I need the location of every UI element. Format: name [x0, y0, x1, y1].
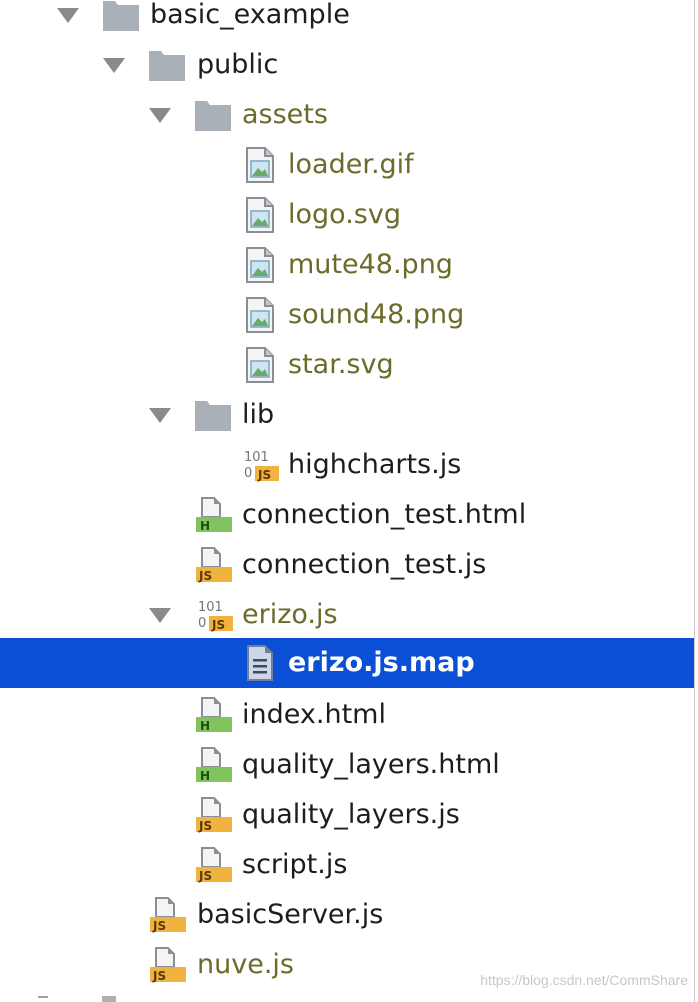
tree-item-sound48-png[interactable]: sound48.png	[0, 290, 694, 340]
expand-arrow-icon[interactable]	[103, 58, 125, 73]
minified-js-icon: 101 0 JS	[244, 450, 279, 482]
panel-border	[694, 0, 695, 1002]
js-file-icon: JS	[150, 947, 186, 983]
expand-arrow-icon[interactable]	[149, 608, 171, 623]
tree-item-lib[interactable]: lib	[0, 390, 694, 440]
html-file-icon: H	[196, 497, 232, 533]
tree-item-connection-test-html[interactable]: H connection_test.html	[0, 490, 694, 540]
html-file-icon: H	[196, 747, 232, 783]
binary-digits-top: 101	[198, 600, 223, 615]
image-file-icon	[246, 147, 274, 183]
tree-item-highcharts-js[interactable]: 101 0 JS highcharts.js	[0, 440, 694, 490]
tree-item-quality-layers-js[interactable]: JS quality_layers.js	[0, 790, 694, 840]
tree-item-index-html[interactable]: H index.html	[0, 690, 694, 740]
js-badge-text: JS	[152, 969, 166, 983]
binary-digits-bottom: 0	[244, 466, 252, 481]
tree-item-nuve-js[interactable]: JS nuve.js	[0, 940, 694, 990]
tree-item-label: quality_layers.html	[242, 749, 500, 780]
tree-item-label: erizo.js	[242, 599, 338, 630]
tree-item-basic-example[interactable]: basic_example	[0, 0, 694, 40]
tree-item-mute48-png[interactable]: mute48.png	[0, 240, 694, 290]
folder-icon	[195, 101, 231, 131]
js-file-icon: JS	[196, 547, 232, 583]
next-row-peek	[38, 996, 48, 998]
tree-item-label: highcharts.js	[288, 449, 462, 480]
html-badge-text: H	[200, 769, 210, 783]
folder-icon	[103, 1, 139, 31]
tree-item-quality-layers-html[interactable]: H quality_layers.html	[0, 740, 694, 790]
tree-item-label: index.html	[242, 699, 386, 730]
js-badge-text: JS	[198, 819, 212, 833]
image-file-icon	[246, 347, 274, 383]
html-badge-text: H	[200, 719, 210, 733]
tree-item-logo-svg[interactable]: logo.svg	[0, 190, 694, 240]
tree-item-label: mute48.png	[288, 249, 453, 280]
text-file-icon	[247, 645, 273, 681]
tree-item-label: connection_test.html	[242, 499, 527, 530]
tree-item-label: assets	[242, 99, 328, 130]
tree-item-label: public	[197, 49, 279, 80]
tree-item-assets[interactable]: assets	[0, 90, 694, 140]
tree-item-basicserver-js[interactable]: JS basicServer.js	[0, 890, 694, 940]
tree-item-erizo-js[interactable]: 101 0 JS erizo.js	[0, 590, 694, 640]
tree-item-star-svg[interactable]: star.svg	[0, 340, 694, 390]
expand-arrow-icon[interactable]	[57, 8, 79, 23]
tree-item-label: logo.svg	[288, 199, 401, 230]
js-badge-text: JS	[198, 869, 212, 883]
js-badge-text: JS	[198, 569, 212, 583]
js-badge-text: JS	[152, 919, 166, 933]
expand-arrow-icon[interactable]	[149, 408, 171, 423]
js-file-icon: JS	[196, 847, 232, 883]
binary-digits-bottom: 0	[198, 616, 206, 631]
expand-arrow-icon[interactable]	[149, 108, 171, 123]
tree-item-label: star.svg	[288, 349, 394, 380]
folder-icon	[195, 401, 231, 431]
tree-item-script-js[interactable]: JS script.js	[0, 840, 694, 890]
tree-item-label: lib	[242, 399, 275, 430]
binary-digits-top: 101	[244, 450, 269, 465]
tree-item-label: quality_layers.js	[242, 799, 460, 830]
next-row-folder-peek	[102, 996, 116, 1002]
tree-item-connection-test-js[interactable]: JS connection_test.js	[0, 540, 694, 590]
tree-item-label: loader.gif	[288, 149, 414, 180]
tree-item-label: erizo.js.map	[288, 647, 475, 678]
js-badge-text: JS	[211, 618, 225, 632]
js-file-icon: JS	[150, 897, 186, 933]
tree-item-label: basic_example	[150, 0, 350, 30]
html-badge-text: H	[200, 519, 210, 533]
image-file-icon	[246, 197, 274, 233]
js-badge-text: JS	[257, 468, 271, 482]
tree-item-loader-gif[interactable]: loader.gif	[0, 140, 694, 190]
tree-item-label: sound48.png	[288, 299, 465, 330]
js-file-icon: JS	[196, 797, 232, 833]
tree-item-erizo-js-map[interactable]: erizo.js.map	[0, 638, 694, 688]
tree-item-label: basicServer.js	[197, 899, 384, 930]
watermark-text: https://blog.csdn.net/CommShare	[480, 972, 688, 988]
tree-item-label: script.js	[242, 849, 348, 880]
image-file-icon	[246, 297, 274, 333]
tree-item-label: connection_test.js	[242, 549, 487, 580]
folder-icon	[149, 51, 185, 81]
tree-item-label: nuve.js	[197, 949, 294, 980]
image-file-icon	[246, 247, 274, 283]
minified-js-icon: 101 0 JS	[198, 600, 233, 632]
html-file-icon: H	[196, 697, 232, 733]
tree-item-public[interactable]: public	[0, 40, 694, 90]
